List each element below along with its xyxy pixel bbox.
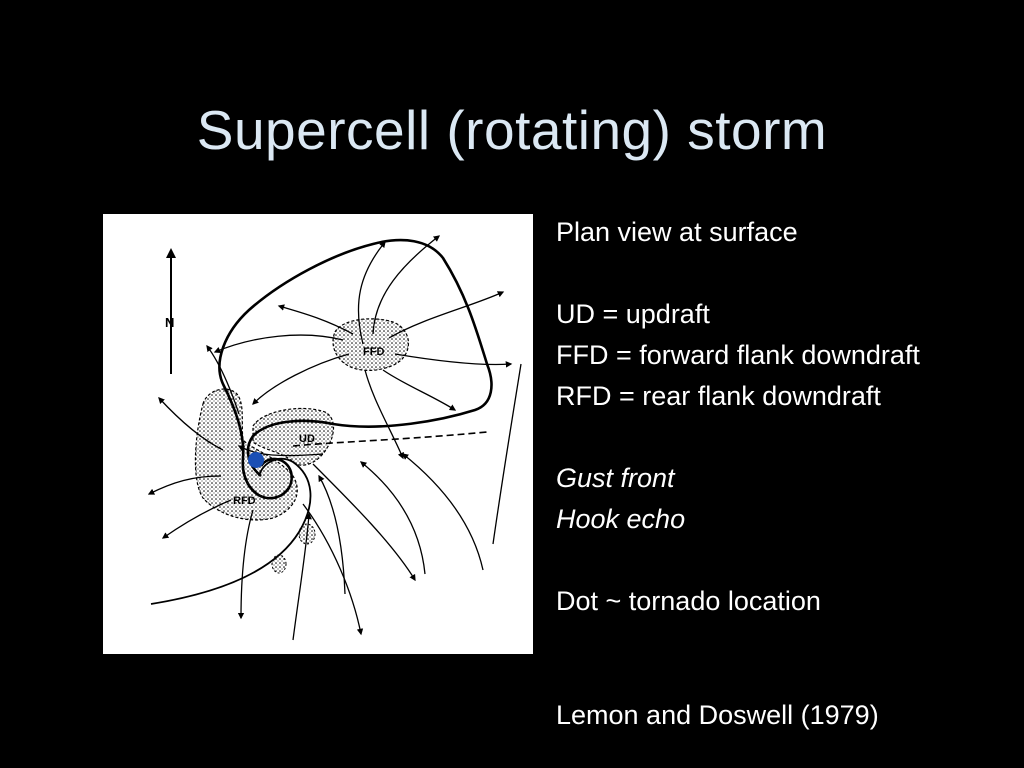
echo-blob	[271, 554, 287, 574]
ud-label: UD	[299, 433, 315, 445]
tornado-dot	[248, 452, 264, 468]
ffd-label: FFD	[363, 346, 384, 358]
ffd-definition: FFD = forward flank downdraft	[556, 340, 920, 370]
ud-definition: UD = updraft	[556, 299, 710, 329]
rfd-region	[194, 388, 298, 521]
supercell-diagram-svg: N FFD UD RFD	[147, 235, 522, 641]
plan-view-note: Plan view at surface	[556, 217, 798, 247]
north-label: N	[165, 315, 174, 330]
notes-panel: Plan view at surface UD = updraft FFD = …	[556, 212, 920, 622]
ud-region	[252, 407, 335, 466]
dot-note: Dot ~ tornado location	[556, 586, 821, 616]
streamlines	[147, 235, 513, 636]
hook-echo-note: Hook echo	[556, 504, 686, 534]
ffd-region	[332, 318, 410, 371]
citation: Lemon and Doswell (1979)	[556, 700, 879, 730]
supercell-diagram: N FFD UD RFD	[103, 214, 533, 654]
rfd-label: RFD	[233, 495, 256, 507]
north-arrow: N	[165, 248, 176, 374]
gust-front-east	[292, 431, 488, 447]
gust-front-note: Gust front	[556, 463, 675, 493]
rfd-definition: RFD = rear flank downdraft	[556, 381, 881, 411]
slide-title: Supercell (rotating) storm	[196, 99, 828, 161]
inflow-streamlines	[292, 363, 522, 641]
